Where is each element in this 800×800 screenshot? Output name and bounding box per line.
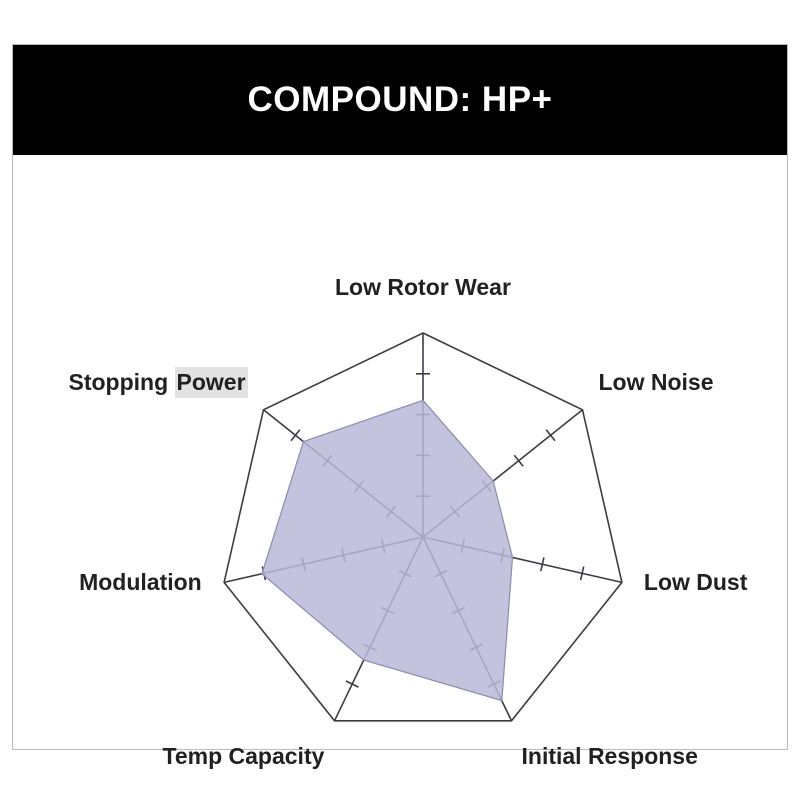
axis-label-temp-capacity: Temp Capacity: [162, 742, 325, 769]
radar-chart-svg: [223, 332, 623, 722]
axis-label-low-rotor-wear: Low Rotor Wear: [335, 276, 511, 299]
radar-series-polygon: [261, 399, 514, 702]
axis-label-low-noise: Low Noise: [598, 368, 714, 395]
radar-plot-area: Low Rotor Wear Low Noise Low Dust Initia…: [13, 155, 787, 768]
axis-label-stopping-power: Stopping Power: [68, 366, 248, 398]
axis-label-text: Temp Capacity: [162, 742, 325, 769]
axis-label-prefix: Stopping: [68, 368, 175, 395]
chart-card: COMPOUND: HP+ Low Rotor Wear Low Noise L…: [12, 44, 788, 768]
axis-label-modulation: Modulation: [79, 568, 202, 595]
axis-label-highlighted-word: Power: [174, 366, 248, 398]
axis-label-text: Low Rotor Wear: [335, 274, 511, 300]
axis-label-text: Initial Response: [521, 742, 698, 769]
axis-label-text: Low Noise: [598, 368, 714, 395]
radar-outer-heptagon: [223, 332, 623, 722]
page-title: COMPOUND: HP+: [247, 80, 553, 119]
axis-label-initial-response: Initial Response: [521, 742, 698, 769]
title-banner: COMPOUND: HP+: [13, 45, 787, 155]
axis-label-text: Low Dust: [643, 568, 748, 595]
axis-label-text: Modulation: [79, 568, 202, 595]
axis-label-low-dust: Low Dust: [643, 568, 748, 595]
